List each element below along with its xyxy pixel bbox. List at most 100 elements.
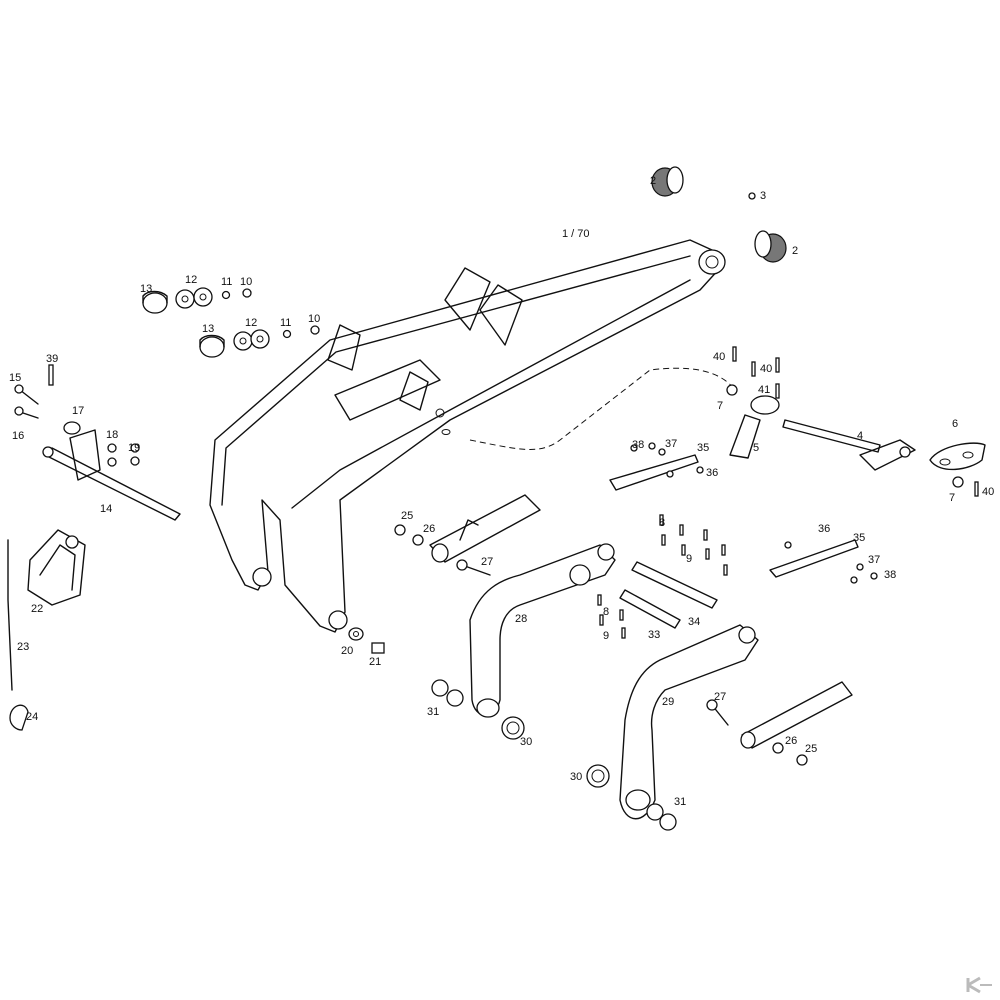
- nut-19: [130, 443, 140, 466]
- pins-8-9: [597, 514, 728, 639]
- fasteners-36-37-38-upper: [630, 442, 704, 478]
- plate-35-upper: [609, 454, 699, 491]
- brand-logo: [960, 976, 994, 994]
- rings-31-right: [646, 803, 677, 831]
- bolt-16: [14, 406, 39, 419]
- label-35-lower: 35: [853, 532, 865, 544]
- rod-23: [7, 539, 13, 691]
- label-27-upper: 27: [481, 556, 493, 568]
- label-10-a: 10: [240, 276, 252, 288]
- bush-13-b: [199, 334, 225, 358]
- pin-34: [631, 561, 718, 609]
- label-26-upper: 26: [423, 523, 435, 535]
- nut-25-upper: [394, 524, 406, 536]
- label-11-a: 11: [221, 276, 232, 288]
- leader-line: [469, 367, 736, 450]
- fasteners-36-37-38-lower: [784, 541, 878, 584]
- bolt-21: [371, 642, 385, 654]
- nut-10-a: [242, 288, 252, 298]
- label-22: 22: [31, 603, 43, 615]
- washer-18: [107, 443, 117, 467]
- label-3: 3: [760, 190, 766, 202]
- label-boom: 1 / 70: [562, 228, 590, 240]
- bolt-15: [14, 384, 39, 405]
- label-37-lower: 37: [868, 554, 880, 566]
- bush-30-left: [501, 716, 525, 740]
- label-35-upper: 35: [697, 442, 709, 454]
- washer-12-a: [175, 287, 213, 309]
- label-23: 23: [17, 641, 29, 653]
- label-11-b: 11: [280, 317, 291, 329]
- pin-27-lower: [706, 699, 729, 726]
- washer-11-a: [221, 290, 231, 300]
- label-15: 15: [9, 372, 21, 384]
- nut-10-b: [310, 325, 320, 335]
- label-2-right: 2: [792, 245, 798, 257]
- label-19: 19: [128, 442, 140, 454]
- cylinder-upper: [429, 494, 541, 563]
- label-9-lower: 9: [603, 630, 609, 642]
- label-36-upper: 36: [706, 467, 718, 479]
- label-12-b: 12: [245, 317, 257, 329]
- label-31-left: 31: [427, 706, 439, 718]
- label-2-top: 2: [650, 175, 656, 187]
- cylinder-lower: [740, 681, 853, 749]
- label-6: 6: [952, 418, 958, 430]
- label-14: 14: [100, 503, 112, 515]
- pins-40-41: [732, 346, 979, 497]
- washer-26-upper: [412, 534, 424, 546]
- label-25-lower: 25: [805, 743, 817, 755]
- label-33: 33: [648, 629, 660, 641]
- label-40-right: 40: [982, 486, 994, 498]
- bracket-22: [27, 529, 86, 606]
- label-24: 24: [26, 711, 38, 723]
- label-5: 5: [753, 442, 759, 454]
- label-40-left: 40: [713, 351, 725, 363]
- label-40-mid: 40: [760, 363, 772, 375]
- label-29: 29: [662, 696, 674, 708]
- clip-24: [9, 704, 29, 731]
- label-26-lower: 26: [785, 735, 797, 747]
- pin-33: [619, 589, 681, 629]
- label-31-right: 31: [674, 796, 686, 808]
- nut-25-lower: [796, 754, 808, 766]
- label-36-lower: 36: [818, 523, 830, 535]
- label-4: 4: [857, 430, 863, 442]
- label-7-upper: 7: [717, 400, 723, 412]
- label-13-a: 13: [140, 283, 152, 295]
- label-21: 21: [369, 656, 381, 668]
- shaft-4: [782, 419, 916, 471]
- pin-39: [48, 364, 54, 386]
- label-39: 39: [46, 353, 58, 365]
- plate-35-lower: [769, 539, 859, 578]
- label-16: 16: [12, 430, 24, 442]
- pivot-5: [729, 395, 780, 459]
- label-17: 17: [72, 405, 84, 417]
- washer-20: [348, 627, 364, 641]
- washer-12-b: [233, 329, 270, 351]
- boom-arm: [209, 239, 726, 633]
- bush-13-a: [142, 290, 168, 314]
- label-30-left: 30: [520, 736, 532, 748]
- label-27-lower: 27: [714, 691, 726, 703]
- label-37-upper: 37: [665, 438, 677, 450]
- shaft-14: [42, 429, 181, 521]
- washer-26-lower: [772, 742, 784, 754]
- lever-28: [469, 543, 616, 718]
- label-10-b: 10: [308, 313, 320, 325]
- label-38-upper: 38: [632, 439, 644, 451]
- label-34: 34: [688, 616, 700, 628]
- label-13-b: 13: [202, 323, 214, 335]
- bush-17: [63, 421, 81, 435]
- bushing-2-top: [651, 166, 684, 197]
- label-12-a: 12: [185, 274, 197, 286]
- label-25-upper: 25: [401, 510, 413, 522]
- washer-11-b: [282, 329, 292, 339]
- label-9-upper: 9: [686, 553, 692, 565]
- label-18: 18: [106, 429, 118, 441]
- label-41: 41: [758, 384, 770, 396]
- bush-30-right: [586, 764, 610, 788]
- bushing-2-right: [754, 230, 787, 263]
- lever-29: [619, 624, 759, 820]
